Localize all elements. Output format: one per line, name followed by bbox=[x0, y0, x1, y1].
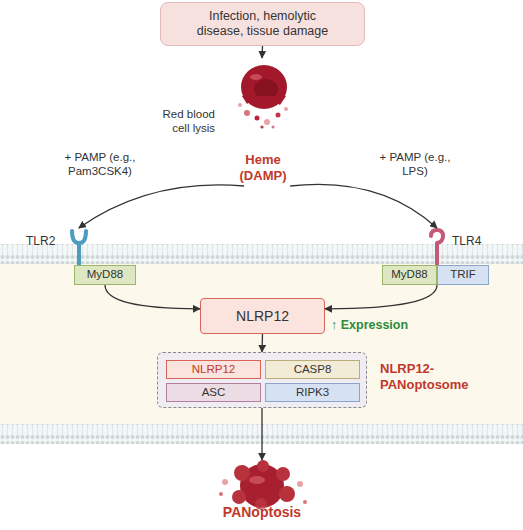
circle-shape bbox=[272, 126, 275, 129]
connector-arrow bbox=[261, 408, 262, 460]
node-text: RIPK3 bbox=[296, 386, 329, 400]
component-box: RIPK3 bbox=[265, 383, 360, 402]
node-text: CASP8 bbox=[294, 363, 332, 377]
circle-shape bbox=[276, 113, 281, 118]
circle-shape bbox=[279, 486, 295, 502]
circle-shape bbox=[222, 479, 228, 485]
ellipse-shape bbox=[241, 65, 287, 109]
annotation-label: ↑ Expression bbox=[331, 318, 408, 332]
adaptor-box: MyD88 bbox=[74, 265, 136, 285]
circle-shape bbox=[234, 465, 250, 481]
cytoplasm bbox=[0, 264, 523, 424]
node-text: PANoptosis bbox=[197, 504, 327, 520]
node-text: Red blood cell lysis bbox=[145, 108, 215, 136]
connector-arrow bbox=[105, 285, 200, 309]
node-text: TLR2 bbox=[26, 234, 55, 248]
node-text: Infection, hemolytic disease, tissue dam… bbox=[188, 9, 338, 39]
component-box: ASC bbox=[166, 383, 261, 402]
line-shape bbox=[77, 243, 81, 266]
circle-shape bbox=[303, 500, 307, 504]
circle-shape bbox=[297, 481, 303, 487]
circle-shape bbox=[244, 110, 250, 116]
membrane-bottom bbox=[0, 424, 523, 444]
complex-box: NLRP12- PANoptosomeNLRP12CASP8ASCRIPK3 bbox=[157, 352, 367, 408]
circle-shape bbox=[219, 492, 223, 496]
ellipse-shape bbox=[250, 74, 262, 80]
node-text: TLR4 bbox=[452, 234, 481, 248]
circle-shape bbox=[238, 103, 242, 107]
connector-arrow bbox=[325, 285, 437, 309]
path-shape bbox=[431, 230, 443, 243]
circle-shape bbox=[255, 116, 260, 121]
node-text: MyD88 bbox=[391, 268, 427, 282]
node-text: NLRP12 bbox=[192, 363, 235, 377]
ellipse-shape bbox=[249, 476, 265, 484]
circle-shape bbox=[260, 125, 263, 128]
tlr2-receptor bbox=[68, 228, 90, 266]
component-box: CASP8 bbox=[265, 360, 360, 379]
trigger-box: Infection, hemolytic disease, tissue dam… bbox=[160, 2, 365, 46]
component-box: NLRP12 bbox=[166, 360, 261, 379]
circle-shape bbox=[284, 107, 288, 111]
tlr4-receptor-node: TLR4 bbox=[426, 228, 486, 266]
line-shape bbox=[435, 243, 439, 266]
node-text: NLRP12- PANoptosome bbox=[380, 361, 475, 394]
path-shape bbox=[242, 96, 286, 108]
red-blood-cell bbox=[233, 60, 295, 132]
heme-release: Red blood cell lysisHeme (DAMP) bbox=[145, 58, 310, 186]
membrane-bottom-lipids bbox=[0, 424, 523, 444]
adaptor-box: TRIF bbox=[437, 265, 489, 285]
adaptor-box: MyD88 bbox=[382, 265, 437, 285]
tlr2-receptor-node: TLR2 bbox=[26, 228, 92, 266]
node-text: NLRP12 bbox=[236, 308, 289, 325]
circle-shape bbox=[276, 467, 290, 481]
node-text: MyD88 bbox=[87, 268, 123, 282]
circle-shape bbox=[264, 119, 270, 125]
edge-label: + PAMP (e.g., Pam3CSK4) bbox=[50, 150, 150, 179]
tlr4-receptor bbox=[426, 228, 448, 266]
sensor-box: NLRP12 bbox=[200, 298, 325, 334]
node-text: Heme (DAMP) bbox=[230, 152, 296, 183]
connector-arrow bbox=[290, 184, 437, 228]
node-text: ASC bbox=[202, 386, 226, 400]
circle-shape bbox=[232, 490, 246, 504]
connector-arrow bbox=[261, 334, 263, 352]
connector-arrow bbox=[261, 46, 263, 58]
circle-shape bbox=[257, 460, 269, 472]
edge-label: + PAMP (e.g., LPS) bbox=[378, 150, 452, 179]
outcome-cell: PANoptosis bbox=[197, 460, 327, 526]
connector-arrow bbox=[79, 185, 244, 228]
node-text: TRIF bbox=[450, 268, 476, 282]
path-shape bbox=[72, 231, 86, 243]
